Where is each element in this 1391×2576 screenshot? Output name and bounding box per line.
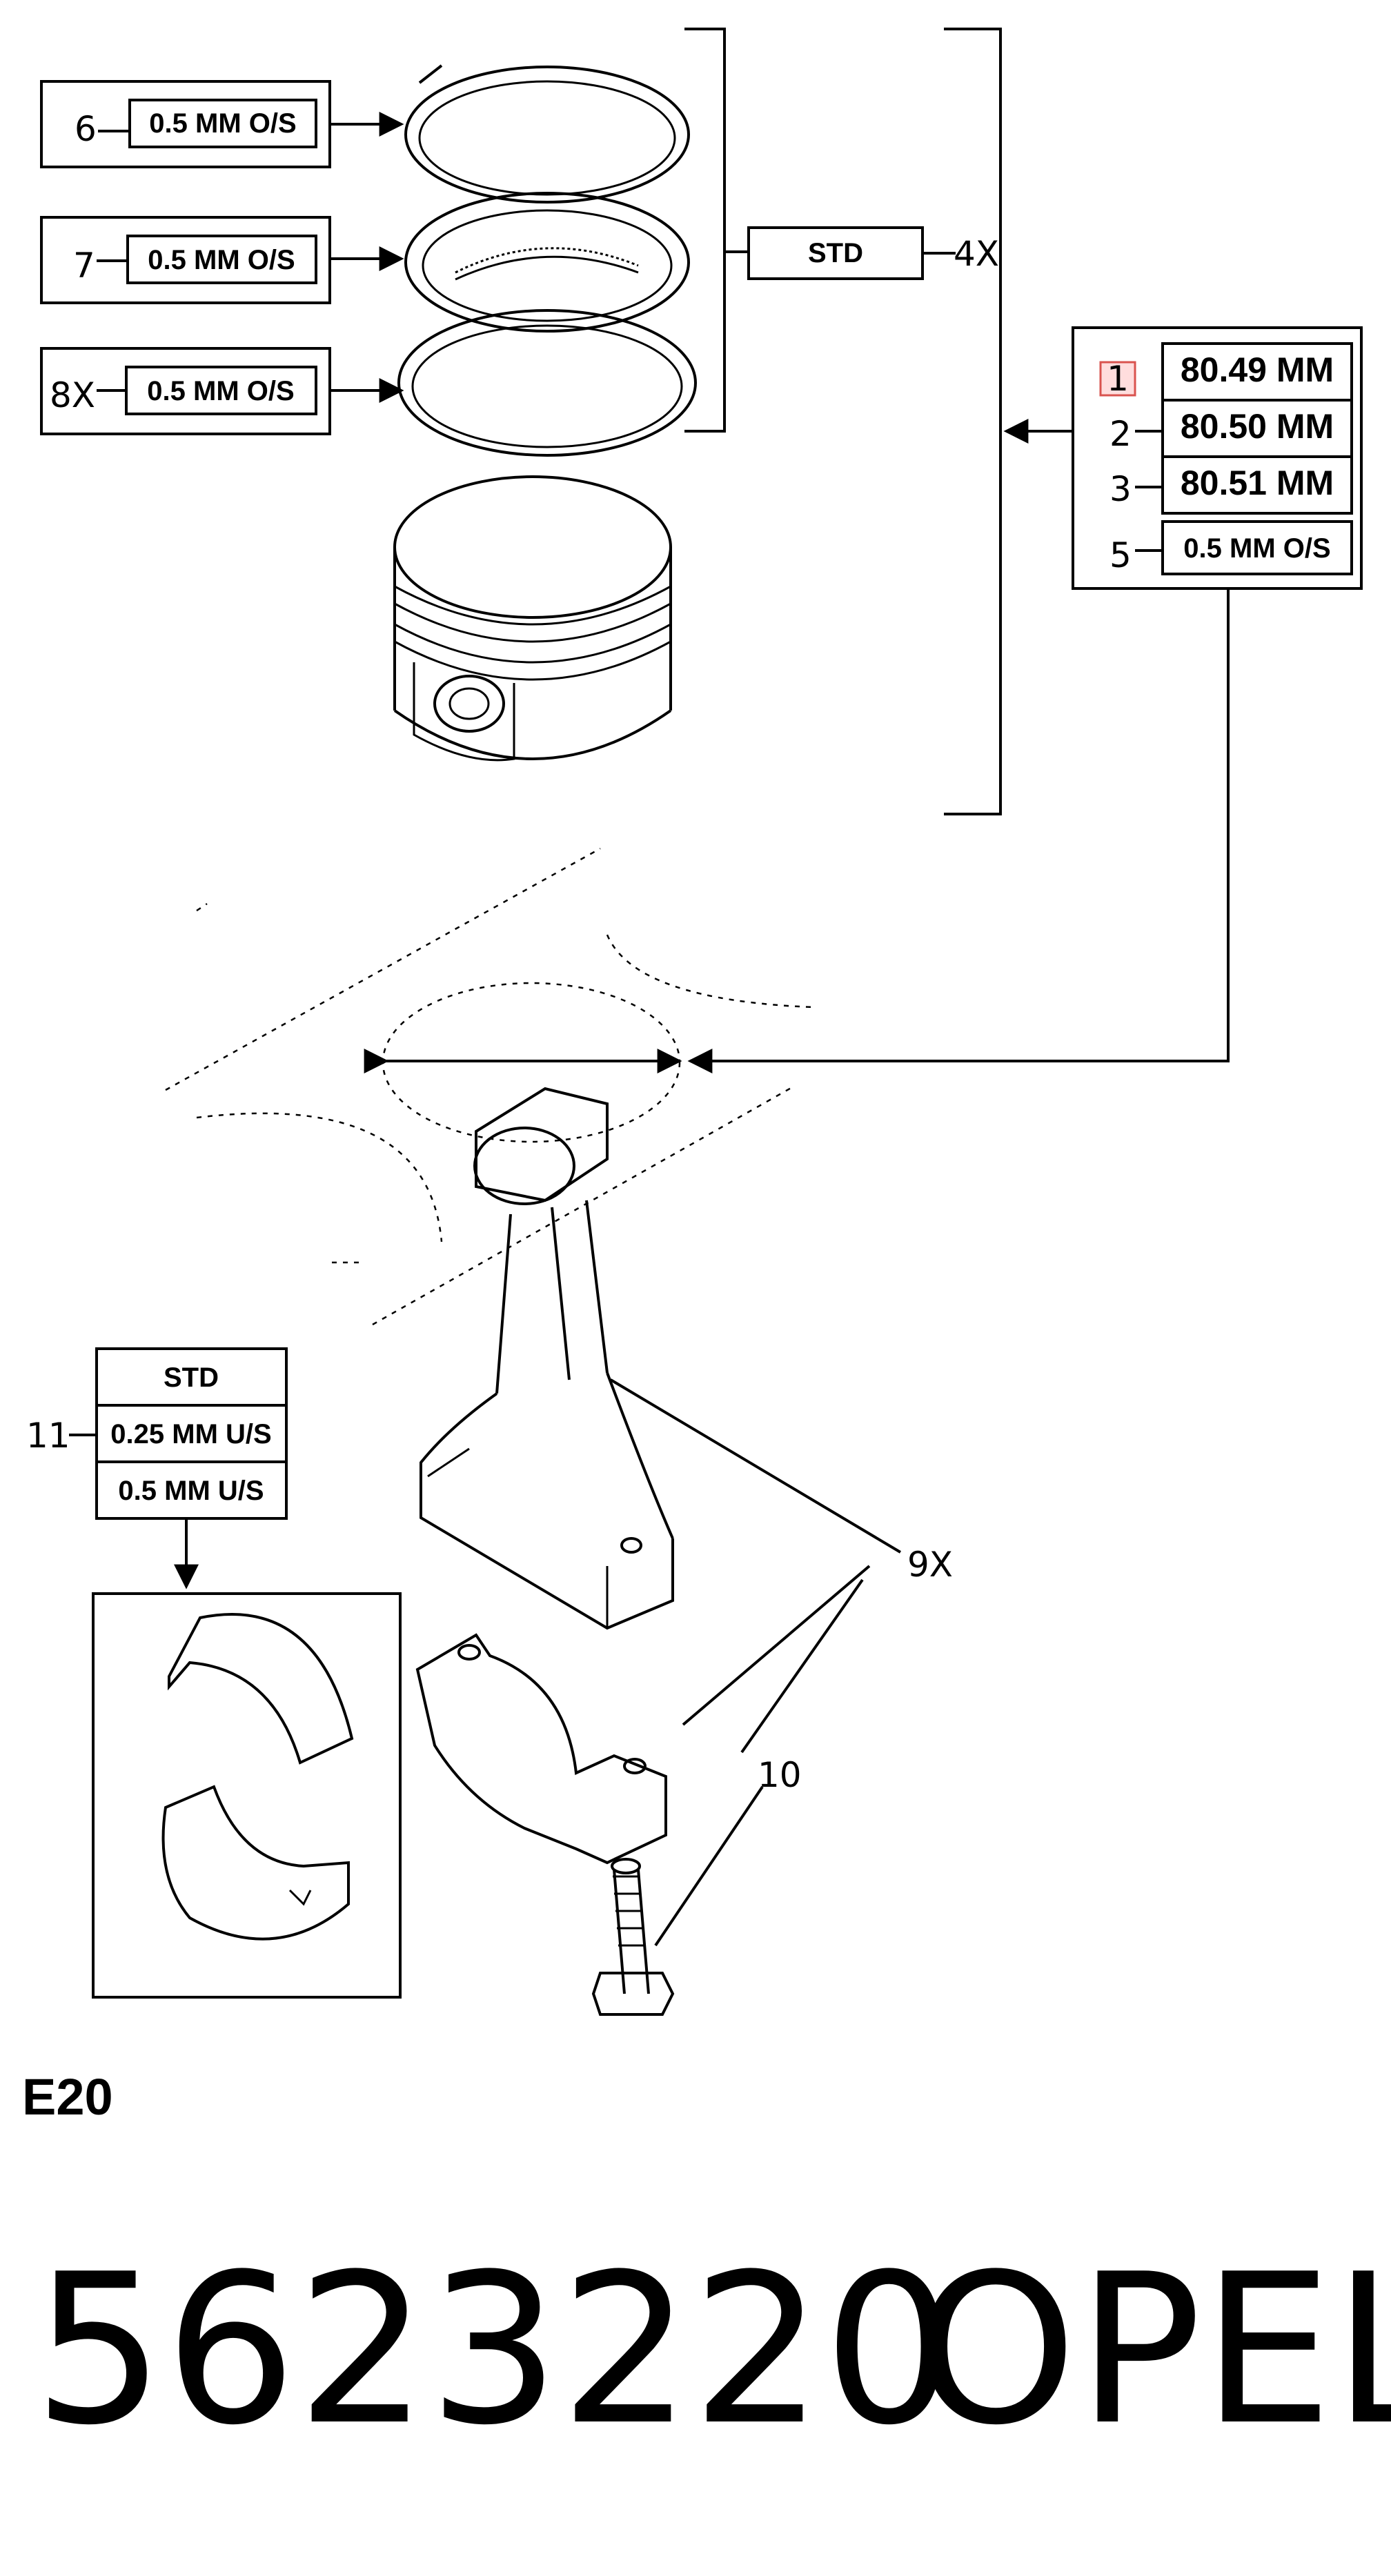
piston <box>393 475 672 762</box>
ring-set-spec: STD <box>808 238 863 268</box>
connecting-rod <box>420 1087 674 1630</box>
rod-cap <box>415 1633 667 1865</box>
piston-size-spec-3: 80.51 MM <box>1181 464 1334 502</box>
ring-set-qty: 4X <box>954 234 999 274</box>
ring-middle-spec: 0.5 MM O/S <box>148 245 295 275</box>
bolt-callout: 10 <box>758 1755 802 1795</box>
cylinder-block-outline <box>165 847 815 1326</box>
bearing-spec-05: 0.5 MM U/S <box>118 1476 264 1506</box>
bearing-spec-std: STD <box>164 1363 219 1393</box>
ring-set-bracket <box>684 28 749 433</box>
piston-size-spec-2: 80.50 MM <box>1181 407 1334 446</box>
piston-size-callout-2: 2 <box>1109 414 1132 454</box>
bearing-callout: 11 <box>26 1416 70 1456</box>
piston-size-callout-3: 3 <box>1109 469 1132 509</box>
piston-ring-middle <box>404 192 690 333</box>
bearing-spec-table: STD 0.25 MM U/S 0.5 MM U/S 11 <box>26 1347 288 1589</box>
rod-bolt <box>591 1858 675 2016</box>
rod-callout: 9X <box>907 1545 953 1585</box>
ring-top-label: 6 0.5 MM O/S <box>40 80 404 168</box>
footer-brand: OPEL <box>914 2230 1391 2470</box>
bearing-spec-025: 0.25 MM U/S <box>110 1419 271 1449</box>
ring-oil-label: 8X 0.5 MM O/S <box>40 347 404 435</box>
rod-callout-lines: 9X 10 <box>609 1378 953 1947</box>
piston-size-callout-1: 1 <box>1107 359 1129 399</box>
bearing-shells <box>92 1592 402 1999</box>
ring-middle-callout: 7 <box>73 246 95 286</box>
highlight-marker <box>1099 361 1136 397</box>
piston-size-bracket <box>944 28 1073 815</box>
ring-top-spec: 0.5 MM O/S <box>149 108 296 139</box>
piston-size-table: 1 80.49 MM 2 80.50 MM 3 80.51 MM 5 0.5 M… <box>687 326 1363 1073</box>
ring-top-callout: 6 <box>75 109 97 149</box>
piston-size-spec-5: 0.5 MM O/S <box>1183 533 1330 564</box>
ring-oil-callout: 8X <box>50 375 95 415</box>
piston-size-callout-5: 5 <box>1109 535 1132 575</box>
footer-part-number: 5623220 <box>33 2230 955 2470</box>
ring-middle-label: 7 0.5 MM O/S <box>40 216 404 304</box>
ring-oil-spec: 0.5 MM O/S <box>147 376 294 406</box>
piston-size-spec-1: 80.49 MM <box>1181 350 1334 389</box>
engine-code: E20 <box>22 2068 113 2126</box>
piston-ring-top <box>404 64 690 204</box>
ring-set-label: STD 4X <box>747 226 999 280</box>
